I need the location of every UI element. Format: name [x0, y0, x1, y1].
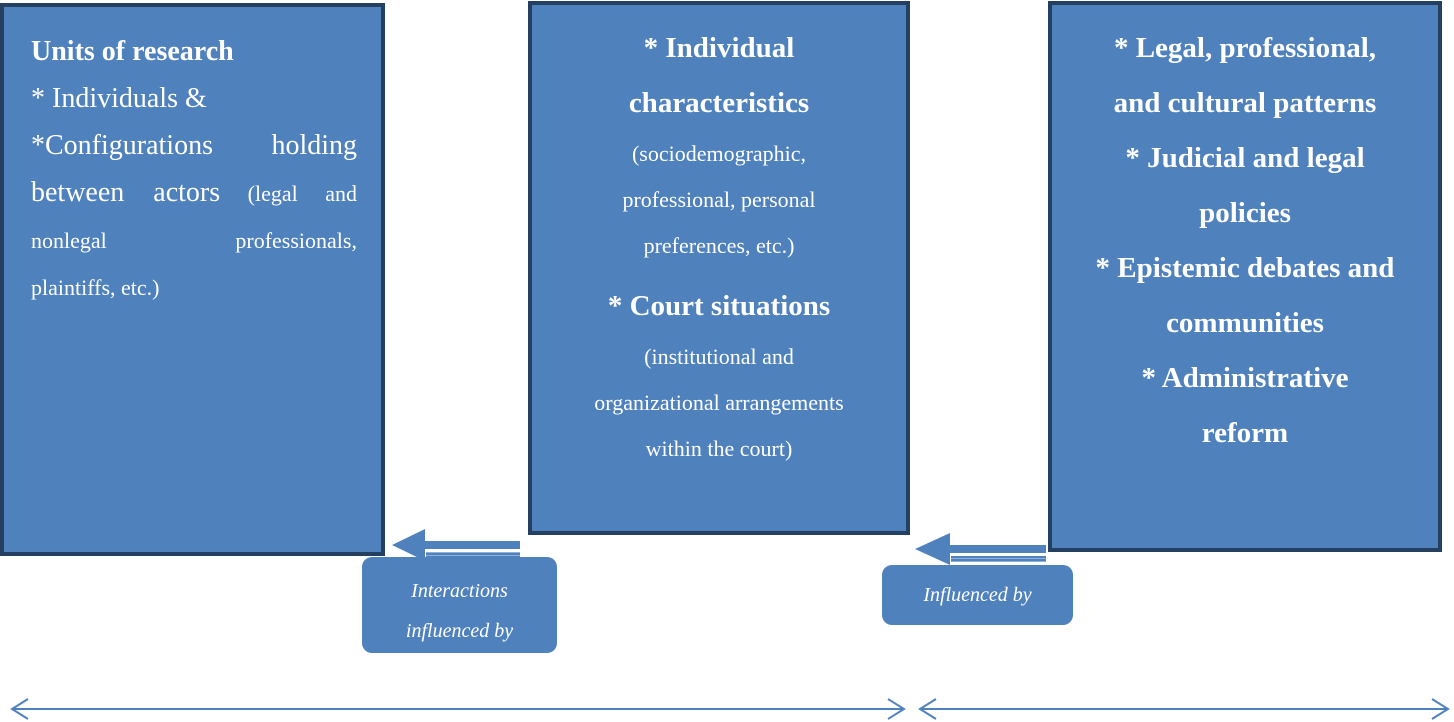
- macro-context-box: * Legal, professional, and cultural patt…: [1048, 1, 1442, 552]
- double-arrow-right: [918, 698, 1450, 720]
- administrative-reform-line2: reform: [1201, 417, 1289, 449]
- plaintiffs-line: plaintiffs, etc.): [31, 275, 160, 300]
- units-of-research-title: Units of research: [31, 36, 234, 67]
- units-of-research-box: Units of research * Individuals & *Confi…: [0, 3, 385, 556]
- interactions-label-line2: influenced by: [405, 620, 514, 642]
- judicial-policies-line1: * Judicial and legal: [1125, 142, 1365, 174]
- legal-patterns-line1: * Legal, professional,: [1113, 32, 1377, 64]
- between-actors-text: between actors: [31, 177, 221, 208]
- court-detail-line3: within the court): [645, 436, 793, 461]
- influenced-label-text: Influenced by: [923, 584, 1032, 606]
- individual-heading-line1: * Individual: [643, 32, 795, 64]
- administrative-reform-line1: * Administrative: [1141, 362, 1349, 394]
- court-situations-heading: * Court situations: [607, 290, 831, 322]
- individual-heading-line2: characteristics: [628, 87, 810, 119]
- individuals-item: * Individuals &: [31, 83, 207, 114]
- individual-detail-line2: professional, personal: [622, 187, 816, 212]
- double-arrow-left: [10, 698, 906, 720]
- configurations-item: *Configurations holding: [31, 130, 357, 161]
- legal-and-text: (legal and: [220, 181, 357, 206]
- between-actors-line: between actors (legal and: [31, 169, 357, 217]
- judicial-policies-line2: policies: [1199, 197, 1291, 229]
- nonlegal-professionals-line: nonlegal professionals,: [31, 228, 357, 253]
- individual-detail-line1: (sociodemographic,: [631, 141, 807, 166]
- court-detail-line2: organizational arrangements: [594, 390, 844, 415]
- individual-detail-line3: preferences, etc.): [643, 233, 795, 258]
- interactions-influenced-by-label: Interactions influenced by: [362, 557, 557, 653]
- epistemic-debates-line2: communities: [1166, 307, 1324, 339]
- epistemic-debates-line1: * Epistemic debates and: [1095, 252, 1395, 284]
- court-detail-line1: (institutional and: [644, 344, 794, 369]
- legal-patterns-line2: and cultural patterns: [1113, 87, 1377, 119]
- interactions-label-line1: Interactions: [411, 580, 508, 602]
- influenced-by-label: Influenced by: [882, 565, 1073, 625]
- arrow-to-court-box: [915, 533, 1046, 565]
- court-level-box: * Individual characteristics (sociodemog…: [528, 1, 910, 535]
